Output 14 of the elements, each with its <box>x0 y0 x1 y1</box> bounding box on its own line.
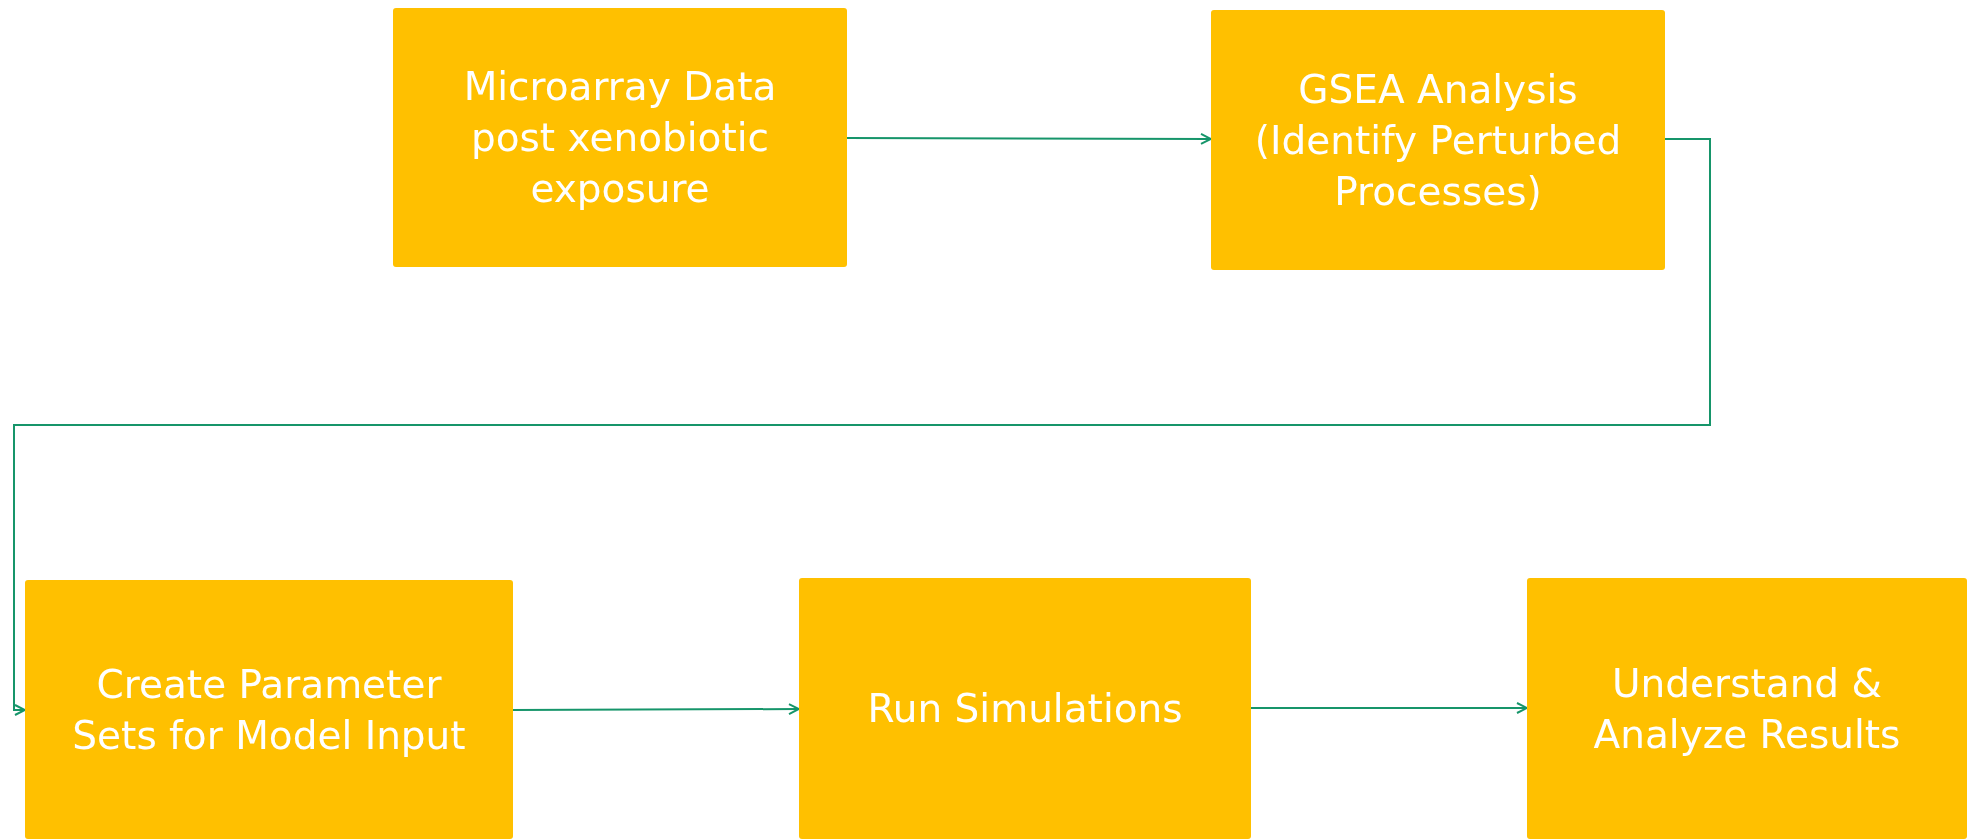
process-box <box>1211 10 1665 270</box>
process-box <box>393 8 847 267</box>
arrow <box>512 703 800 716</box>
box-label: GSEA Analysis (Identify Perturbed Processes) <box>1253 65 1623 216</box>
arrow <box>846 132 1212 145</box>
process-box <box>25 580 513 839</box>
box-label: Create Parameter Sets for Model Input <box>71 660 467 760</box>
box-label: Microarray Data post xenobiotic exposure <box>462 63 778 213</box>
box-label: Run Simulations <box>867 685 1183 733</box>
process-box <box>799 578 1251 839</box>
arrow <box>1250 702 1528 714</box>
process-box <box>1527 578 1967 839</box>
box-label: Understand & Analyze Results <box>1592 659 1902 759</box>
arrow <box>13 138 1711 716</box>
